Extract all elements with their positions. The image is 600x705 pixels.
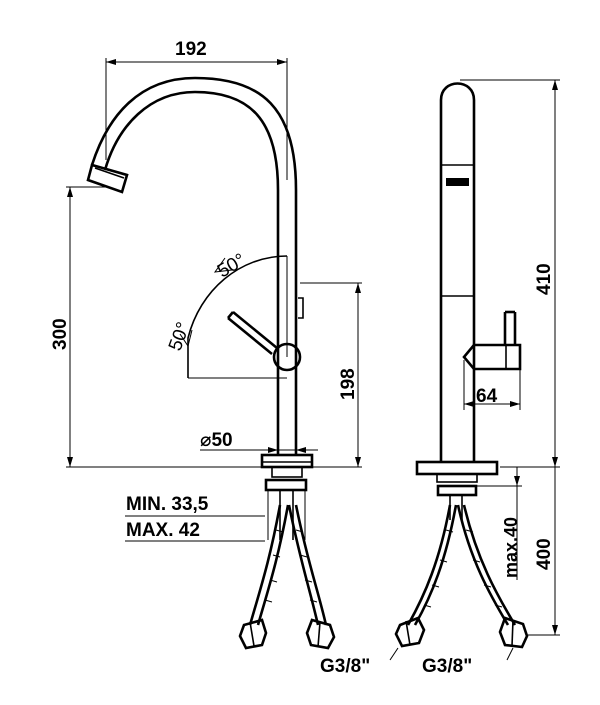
dim-198 — [300, 282, 362, 468]
angle-arc — [187, 255, 288, 378]
front-view: 192 300 50° 50° 198 ⌀50 — [50, 39, 362, 650]
label-64: 64 — [476, 386, 498, 407]
angle-arrow-left — [179, 329, 193, 348]
label-thread-right: G3/8" — [422, 656, 472, 677]
front-lever — [227, 310, 302, 372]
front-nut-left — [238, 618, 268, 650]
front-base — [260, 453, 314, 540]
side-lever — [462, 310, 522, 371]
label-angle-top: 50° — [214, 250, 249, 283]
dim-400 — [528, 467, 560, 636]
label-thread-left: G3/8" — [320, 656, 370, 677]
label-300: 300 — [50, 318, 71, 350]
angle-arrow-top — [213, 257, 233, 273]
label-angle-left: 50° — [165, 320, 195, 354]
side-nut-right — [498, 616, 529, 649]
front-spout-inner — [90, 76, 298, 455]
thread-leaders — [389, 647, 514, 661]
front-valve-mark — [298, 297, 304, 319]
label-198: 198 — [338, 368, 359, 400]
front-nut-right — [305, 618, 336, 650]
front-hoses — [238, 504, 336, 650]
label-192: 192 — [175, 39, 207, 60]
dim-diameter — [200, 447, 318, 453]
side-base — [415, 460, 499, 520]
side-hoses — [394, 504, 529, 649]
side-nut-left — [394, 616, 426, 648]
front-spout-outer — [103, 90, 280, 455]
dim-192 — [105, 58, 288, 180]
side-view: 410 64 max.40 400 G3/8" G — [320, 79, 560, 677]
dim-64 — [463, 360, 521, 410]
side-aerator — [446, 178, 469, 186]
dim-max40 — [477, 467, 522, 580]
front-aerator — [86, 163, 129, 194]
dim-300 — [66, 186, 265, 468]
label-max40: max.40 — [501, 517, 521, 578]
label-400: 400 — [534, 538, 555, 570]
dim-min-max — [125, 515, 265, 542]
aerator-ring — [94, 167, 125, 179]
label-diameter: ⌀50 — [200, 430, 233, 451]
label-min: MIN. 33,5 — [126, 494, 209, 515]
label-max: MAX. 42 — [126, 520, 200, 541]
dim-410 — [460, 79, 560, 468]
side-column — [439, 82, 476, 462]
label-410: 410 — [534, 263, 555, 295]
